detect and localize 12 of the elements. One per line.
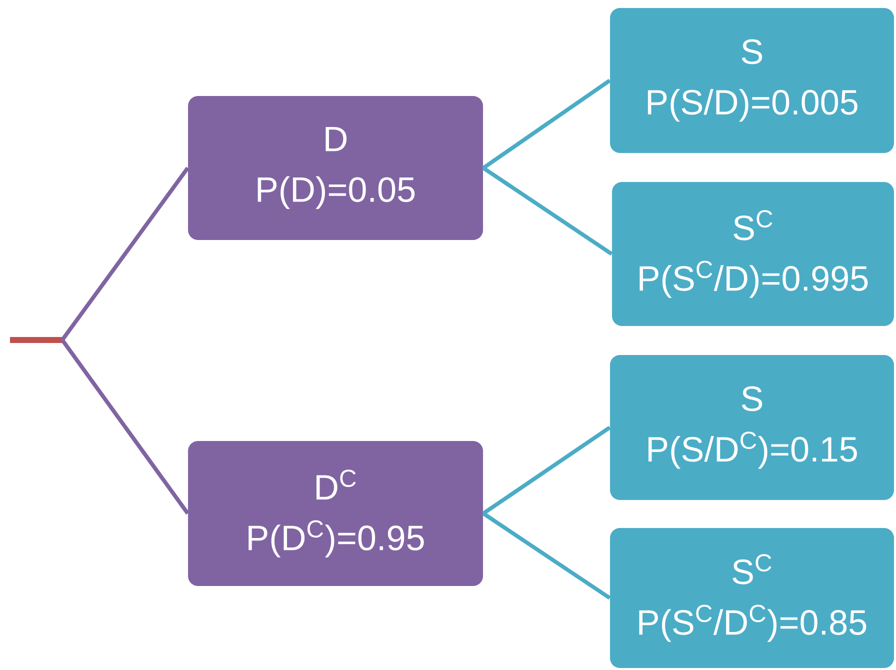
branch-line [60, 338, 190, 515]
branch-line [482, 512, 611, 600]
probability-box: S P(S/D)=0.005 [610, 8, 894, 153]
probability-box: S P(S/D$^{C}$)=0.15 [610, 355, 894, 500]
branch-line [482, 78, 611, 170]
probability-box: D P(D)=0.05 [188, 96, 484, 240]
branch-line [482, 426, 611, 516]
probability-box: S$^{C}$ P(S$^{C}$/D)=0.995 [612, 182, 894, 326]
branch-line [482, 166, 613, 256]
probability-box: D$^{C}$ P(D$^{C}$)=0.95 [188, 440, 484, 586]
probability-box: S$^{C}$ P(S$^{C}$/D$^{C}$)=0.85 [610, 528, 894, 668]
branch-line [60, 166, 190, 342]
